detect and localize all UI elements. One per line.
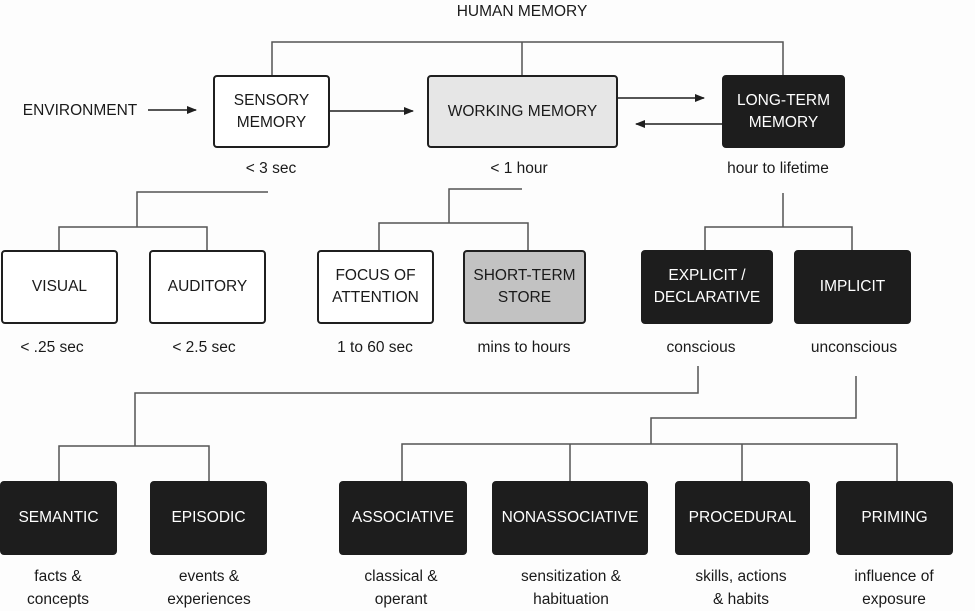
connector-sensory: [58, 191, 268, 250]
connector-explicit: [58, 366, 699, 481]
node-associative[interactable]: ASSOCIATIVE: [339, 481, 467, 555]
node-explicit-declarative[interactable]: EXPLICIT / DECLARATIVE: [641, 250, 773, 324]
node-procedural[interactable]: PROCEDURAL: [675, 481, 810, 555]
duration-sensory: < 3 sec: [245, 160, 297, 177]
environment-label: ENVIRONMENT: [22, 102, 138, 119]
description-priming: influence of exposure: [854, 568, 934, 608]
node-auditory[interactable]: AUDITORY: [149, 250, 266, 324]
node-long-term-memory[interactable]: LONG-TERM MEMORY: [722, 75, 845, 148]
connector-root: [271, 41, 784, 75]
duration-longterm: hour to lifetime: [727, 160, 829, 177]
duration-explicit: conscious: [666, 339, 736, 356]
node-priming[interactable]: PRIMING: [836, 481, 953, 555]
connector-longterm: [704, 193, 853, 250]
node-semantic[interactable]: SEMANTIC: [0, 481, 117, 555]
node-sensory-memory[interactable]: SENSORY MEMORY: [213, 75, 330, 148]
connector-working: [378, 188, 529, 250]
duration-shortterm: mins to hours: [477, 339, 571, 356]
description-associative: classical & operant: [364, 568, 438, 608]
node-implicit[interactable]: IMPLICIT: [794, 250, 911, 324]
connector-implicit: [401, 376, 898, 481]
node-working-memory[interactable]: WORKING MEMORY: [427, 75, 618, 148]
description-nonassociative: sensitization & habituation: [521, 568, 621, 608]
node-visual[interactable]: VISUAL: [1, 250, 118, 324]
duration-focus: 1 to 60 sec: [337, 339, 413, 356]
duration-visual: < .25 sec: [20, 339, 84, 356]
node-nonassociative[interactable]: NONASSOCIATIVE: [492, 481, 648, 555]
duration-implicit: unconscious: [810, 339, 898, 356]
node-short-term-store[interactable]: SHORT-TERM STORE: [463, 250, 586, 324]
description-episodic: events & experiences: [167, 568, 251, 608]
description-semantic: facts & concepts: [26, 568, 90, 608]
duration-working: < 1 hour: [490, 160, 548, 177]
diagram-title: HUMAN MEMORY: [456, 3, 588, 20]
description-procedural: skills, actions & habits: [695, 568, 787, 608]
node-focus-of-attention[interactable]: FOCUS OF ATTENTION: [317, 250, 434, 324]
duration-auditory: < 2.5 sec: [172, 339, 236, 356]
node-episodic[interactable]: EPISODIC: [150, 481, 267, 555]
